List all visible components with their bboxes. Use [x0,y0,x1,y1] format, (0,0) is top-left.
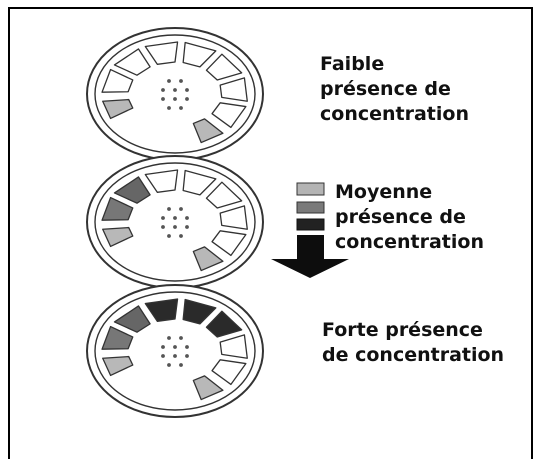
high-level-label: Forte présence de concentration [322,318,504,368]
down-arrow-icon [271,235,349,278]
wheel-high-center-dot [185,345,189,349]
wheel-mid-center-dot [179,207,183,211]
wheel-low-center-dot [161,88,165,92]
wheel-mid-center-dot [161,216,165,220]
wheel-mid-center-dot [185,216,189,220]
wheel-high-center-dot [173,345,177,349]
wheel-high-chamber [144,298,179,322]
low-level-label-line-3: concentration [320,103,469,125]
wheel-low-center-dot [185,97,189,101]
wheel-high-center-dot [161,345,165,349]
wheel-high-center-dot [167,363,171,367]
scale-block-medium [296,201,325,214]
wheel-low-chamber [219,77,248,102]
wheel-high-inner-rim [94,291,256,411]
wheel-high-center-dot [179,336,183,340]
low-level-label-line-1: Faible [320,53,385,75]
wheel-high-center-dot [185,354,189,358]
wheel-low-center-dot [179,79,183,83]
wheel-high-chamber [219,334,248,359]
medium-level-label-line-3: concentration [335,231,484,253]
high-level-label-line-2: de concentration [322,344,505,366]
wheel-low-chamber [144,41,179,65]
wheel-high-center-dot [179,363,183,367]
wheel-mid-inner-rim [94,162,256,282]
wheel-mid-chamber [219,205,248,230]
wheel-mid-center-dot [185,225,189,229]
wheel-low-chamber [205,53,243,81]
wheel-high-chamber [205,310,243,338]
wheel-low-center-dot [185,88,189,92]
wheel-low-chamber [113,48,151,76]
wheel-low-center-dot [179,106,183,110]
wheel-low-center-dot [167,106,171,110]
medium-level-label: Moyenne présence de concentration [335,180,484,255]
wheel-high-chamber [211,359,247,386]
wheel-high-center-dot [173,354,177,358]
wheel-low-center-dot [161,97,165,101]
wheel-mid-chamber [182,169,217,196]
wheel-mid-chamber [205,181,243,209]
wheel-low-chamber [211,102,247,129]
wheel-mid-chamber [192,246,224,272]
wheel-high-center-dot [161,354,165,358]
low-level-label: Faible présence de concentration [320,52,469,127]
wheel-high-chamber [192,375,224,401]
wheel-low-chamber [192,118,224,144]
wheel-low-chamber [102,98,134,120]
wheel-high-chamber [102,355,134,377]
wheel-mid-center-dot [161,225,165,229]
scale-block-high [296,218,325,231]
wheel-mid-center-dot [167,234,171,238]
wheel-mid-center-dot [173,216,177,220]
medium-level-label-line-2: présence de [335,206,466,228]
wheel-mid-chamber [101,196,134,221]
diagram-frame [8,7,533,459]
wheel-low-inner-rim [94,34,256,154]
wheel-mid-chamber [102,226,134,248]
wheel-high-chamber [101,325,134,350]
wheel-high-chamber [113,305,151,333]
medium-level-label-line-1: Moyenne [335,181,433,203]
wheel-low-center-dot [167,79,171,83]
wheel-low-center-dot [173,97,177,101]
wheel-high-chamber [182,298,217,325]
wheel-mid-center-dot [179,234,183,238]
wheel-low-center-dot [173,88,177,92]
wheel-mid-center-dot [167,207,171,211]
wheel-low-chamber [101,68,134,93]
low-level-label-line-2: présence de [320,78,451,100]
wheel-high-center-dot [167,336,171,340]
wheel-mid-center-dot [173,225,177,229]
wheel-mid-chamber [211,230,247,257]
scale-block-low [296,182,325,196]
wheel-mid-chamber [113,176,151,204]
wheel-mid-chamber [144,169,179,193]
high-level-label-line-1: Forte présence [322,319,483,341]
wheel-low-chamber [182,41,217,68]
